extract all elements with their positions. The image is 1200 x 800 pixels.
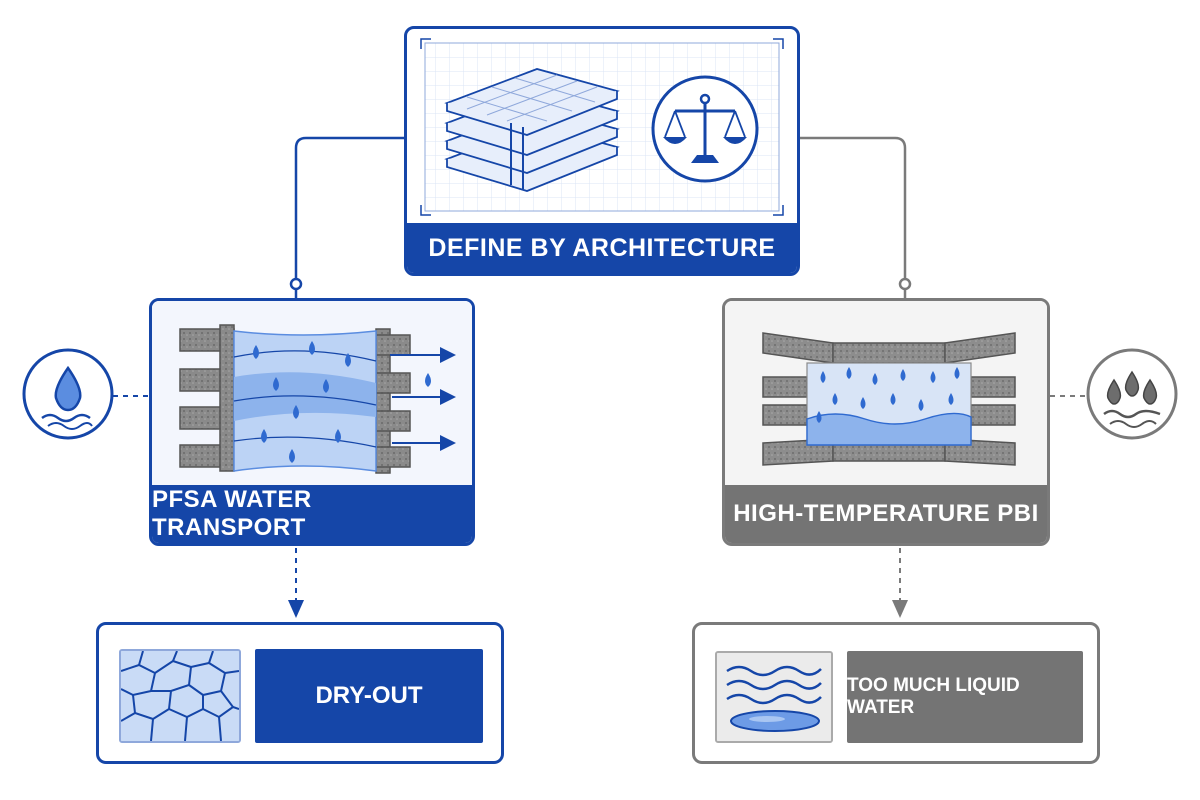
pbi-membrane-illustration <box>725 301 1047 489</box>
right-node: HIGH-TEMPERATURE PBI <box>722 298 1050 546</box>
right-outcome-label: TOO MUCH LIQUID WATER <box>847 651 1083 743</box>
right-label: HIGH-TEMPERATURE PBI <box>725 485 1047 543</box>
root-to-left-connector <box>294 136 405 280</box>
left-label: PFSA WATER TRANSPORT <box>152 485 472 543</box>
puddle-waves-icon <box>715 651 833 743</box>
left-outcome-label: DRY-OUT <box>255 649 483 743</box>
left-node: PFSA WATER TRANSPORT <box>149 298 475 546</box>
pfsa-membrane-illustration <box>152 301 472 489</box>
left-outcome: DRY-OUT <box>96 622 504 764</box>
root-to-right-connector <box>800 136 907 280</box>
root-node: DEFINE BY ARCHITECTURE <box>404 26 800 276</box>
stacked-layers-icon <box>444 68 620 192</box>
left-connector-node <box>289 277 303 291</box>
water-drop-icon <box>22 348 114 440</box>
right-connector-node <box>898 277 912 291</box>
water-drops-icon <box>1086 348 1178 440</box>
cracked-surface-icon <box>119 649 241 743</box>
root-label: DEFINE BY ARCHITECTURE <box>407 223 797 273</box>
root-illustration <box>420 38 784 216</box>
right-outcome: TOO MUCH LIQUID WATER <box>692 622 1100 764</box>
balance-scale-icon <box>651 75 759 183</box>
